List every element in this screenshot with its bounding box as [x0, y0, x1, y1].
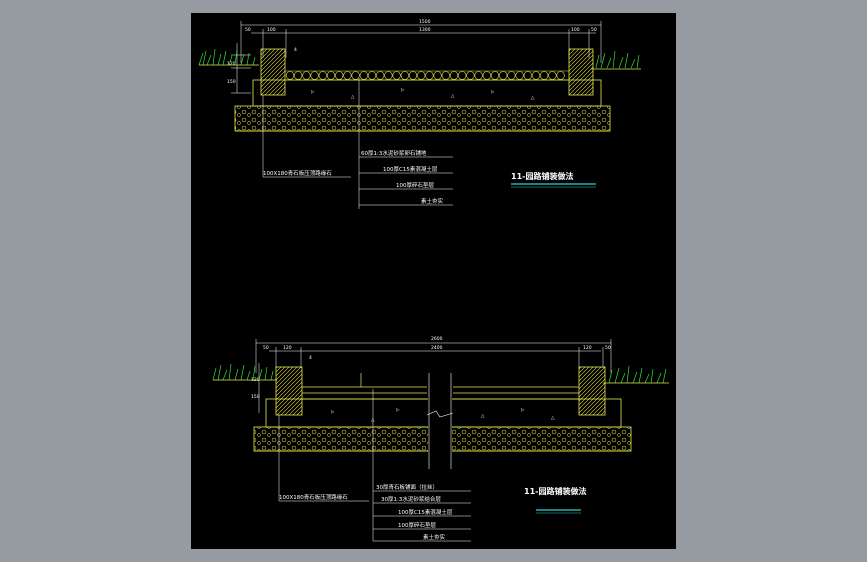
- pebble: [318, 71, 327, 80]
- pebble: [458, 71, 467, 80]
- pebble: [433, 71, 442, 80]
- svg-text:▷: ▷: [311, 90, 315, 95]
- lower-dim-edge-left: 50: [263, 345, 269, 351]
- svg-text:▷: ▷: [396, 408, 400, 413]
- pebble: [490, 71, 500, 80]
- svg-text:△: △: [481, 414, 485, 419]
- svg-text:▷: ▷: [401, 88, 405, 93]
- lower-dim-edge-right: 50: [605, 345, 611, 351]
- upper-gravel-layer: [234, 105, 611, 132]
- upper-layer-4: 素土夯实: [421, 197, 444, 205]
- lower-dim-total: 2600: [431, 336, 443, 342]
- pebble: [499, 71, 508, 80]
- lower-grass-left: [212, 363, 274, 381]
- pebble: [335, 71, 344, 80]
- lower-dim-h2: 150: [251, 394, 260, 400]
- lower-curb-right: [578, 366, 606, 416]
- upper-grass-right: [595, 50, 640, 69]
- lower-curb-note: 100X180青石板压顶路缘石: [279, 493, 348, 501]
- lower-dim-slope: 4: [309, 355, 312, 361]
- pebble: [400, 71, 409, 80]
- pebble: [294, 71, 303, 80]
- upper-curb-left: [260, 48, 286, 96]
- svg-text:△: △: [451, 94, 455, 99]
- lower-break-gap: [428, 371, 452, 471]
- pebble: [523, 71, 532, 80]
- pebble: [302, 71, 311, 80]
- lower-layer-4: 100厚碎石垫层: [398, 521, 436, 529]
- upper-layer-1: 60厚1:3水泥砂浆卵石铺地: [361, 149, 427, 157]
- upper-leaders: [262, 78, 453, 209]
- pebble: [392, 71, 401, 80]
- upper-dim-left: 100: [267, 27, 276, 33]
- lower-curb-left: [275, 366, 303, 416]
- lower-layer-5: 素土夯实: [423, 533, 446, 541]
- upper-dim-edge-right: 50: [591, 27, 597, 33]
- lower-layer-1: 30厚青石板铺面（拉丝）: [376, 483, 438, 491]
- upper-dimension-lines: [231, 21, 602, 94]
- pebble: [310, 71, 319, 80]
- pebble: [343, 71, 352, 80]
- pebble: [285, 71, 295, 80]
- pebble: [556, 71, 565, 80]
- upper-curb-note: 100X180青石板压顶路缘石: [263, 169, 332, 177]
- pebble: [384, 71, 393, 80]
- pebble: [540, 71, 549, 80]
- upper-dim-total: 1500: [419, 19, 431, 25]
- svg-text:△: △: [551, 416, 555, 421]
- pebble: [531, 71, 541, 80]
- upper-layer-3: 100厚碎石垫层: [396, 181, 434, 189]
- pebble: [507, 71, 516, 80]
- pebble: [466, 71, 475, 80]
- upper-dim-edge-left: 50: [245, 27, 251, 33]
- pebble: [515, 71, 524, 80]
- pebble: [441, 71, 450, 80]
- drawing-sheet: 1500 1300 100 100 50 50 120 150 4 ▷ △ ▷ △: [191, 13, 676, 549]
- pebble: [449, 71, 459, 80]
- lower-section: 2600 2400 120 120 50 50 120 150 4: [212, 336, 669, 542]
- lower-break-lines: [426, 373, 454, 469]
- upper-dim-h1: 120: [227, 61, 236, 67]
- pebble: [326, 71, 336, 80]
- lower-layer-3: 100厚C15素混凝土层: [398, 508, 453, 516]
- svg-text:▷: ▷: [491, 90, 495, 95]
- pebble: [548, 71, 557, 80]
- pebble: [376, 71, 385, 80]
- pebble: [359, 71, 368, 80]
- lower-layer-2: 30厚1:3水泥砂浆结合层: [381, 495, 441, 503]
- lower-dimension-lines: [255, 339, 612, 413]
- upper-dim-slope: 4: [294, 47, 297, 53]
- pebble: [474, 71, 483, 80]
- upper-dim-h2: 150: [227, 79, 236, 85]
- svg-text:▷: ▷: [521, 408, 525, 413]
- upper-layer-2: 100厚C15素混凝土层: [383, 165, 438, 173]
- lower-title: 11-园路铺装做法: [524, 486, 586, 496]
- upper-concrete-marks: ▷ △ ▷ △ ▷ △: [311, 88, 535, 101]
- lower-dim-inner: 2400: [431, 345, 443, 351]
- svg-text:△: △: [531, 96, 535, 101]
- pebble: [482, 71, 491, 80]
- pebble: [417, 71, 426, 80]
- lower-dim-right: 120: [583, 345, 592, 351]
- upper-pebbles: [285, 71, 565, 80]
- lower-dim-left: 120: [283, 345, 292, 351]
- pebble: [408, 71, 418, 80]
- pebble: [351, 71, 360, 80]
- pebble: [425, 71, 434, 80]
- upper-dim-right: 100: [571, 27, 580, 33]
- cad-drawing: 1500 1300 100 100 50 50 120 150 4 ▷ △ ▷ △: [198, 19, 669, 542]
- lower-grass-right: [608, 365, 667, 384]
- lower-leaders: [278, 389, 471, 542]
- svg-text:△: △: [351, 95, 355, 100]
- upper-dim-inner: 1300: [419, 27, 431, 33]
- pebble: [367, 71, 377, 80]
- upper-section: 1500 1300 100 100 50 50 120 150 4 ▷ △ ▷ △: [198, 19, 641, 209]
- upper-title: 11-园路铺装做法: [511, 171, 573, 181]
- upper-grass-left: [198, 48, 256, 66]
- svg-text:▷: ▷: [331, 410, 335, 415]
- upper-curb-right: [568, 48, 594, 96]
- upper-concrete-layer: [252, 79, 602, 107]
